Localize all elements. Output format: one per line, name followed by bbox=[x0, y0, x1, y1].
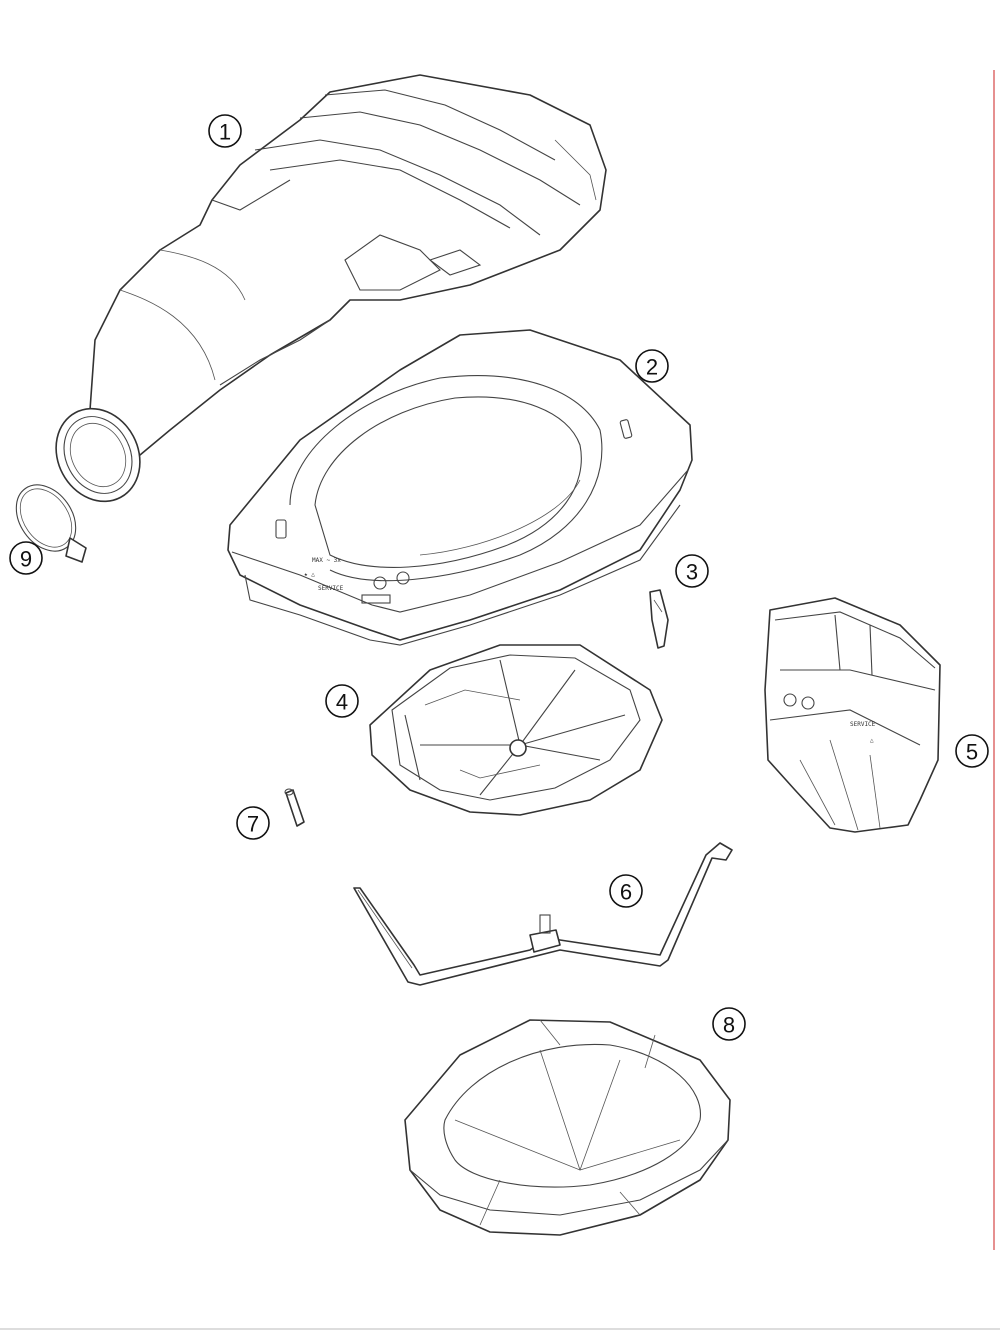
part-7-pin bbox=[284, 788, 305, 827]
callout-4-label: 4 bbox=[336, 690, 348, 715]
callout-5-label: 5 bbox=[966, 740, 978, 765]
callout-3: 3 bbox=[675, 554, 709, 588]
part-3-clip bbox=[649, 589, 669, 649]
part-6-bracket-rod bbox=[353, 842, 733, 986]
callout-1: 1 bbox=[208, 114, 242, 148]
callout-8-label: 8 bbox=[723, 1013, 735, 1038]
callout-7: 7 bbox=[236, 806, 270, 840]
callout-9: 9 bbox=[9, 541, 43, 575]
callout-2-label: 2 bbox=[646, 355, 658, 380]
callout-7-label: 7 bbox=[247, 812, 259, 837]
part-8-seal-bowl bbox=[404, 1019, 731, 1236]
callout-6: 6 bbox=[609, 874, 643, 908]
callout-9-label: 9 bbox=[20, 547, 32, 572]
part-1-intake-snorkel bbox=[55, 74, 607, 503]
callout-3-label: 3 bbox=[686, 560, 698, 585]
part-4-filter-cage bbox=[369, 644, 663, 816]
part-9-hose-clamp bbox=[15, 484, 87, 563]
svg-text:SERVICE: SERVICE bbox=[850, 721, 876, 728]
callout-5: 5 bbox=[955, 734, 989, 768]
callout-1-label: 1 bbox=[219, 120, 231, 145]
svg-text:SERVICE: SERVICE bbox=[318, 585, 344, 592]
callout-8: 8 bbox=[712, 1007, 746, 1041]
callout-2: 2 bbox=[635, 349, 669, 383]
part-2-airbox-lid: MAX ~ 3x ★ △ SERVICE bbox=[227, 329, 693, 646]
callout-4: 4 bbox=[325, 684, 359, 718]
callout-6-label: 6 bbox=[620, 880, 632, 905]
part-5-intake-duct: SERVICE △ bbox=[764, 597, 941, 833]
svg-text:MAX ~ 3x: MAX ~ 3x bbox=[312, 557, 341, 564]
svg-text:★ △: ★ △ bbox=[304, 571, 315, 578]
svg-text:△: △ bbox=[870, 737, 874, 744]
